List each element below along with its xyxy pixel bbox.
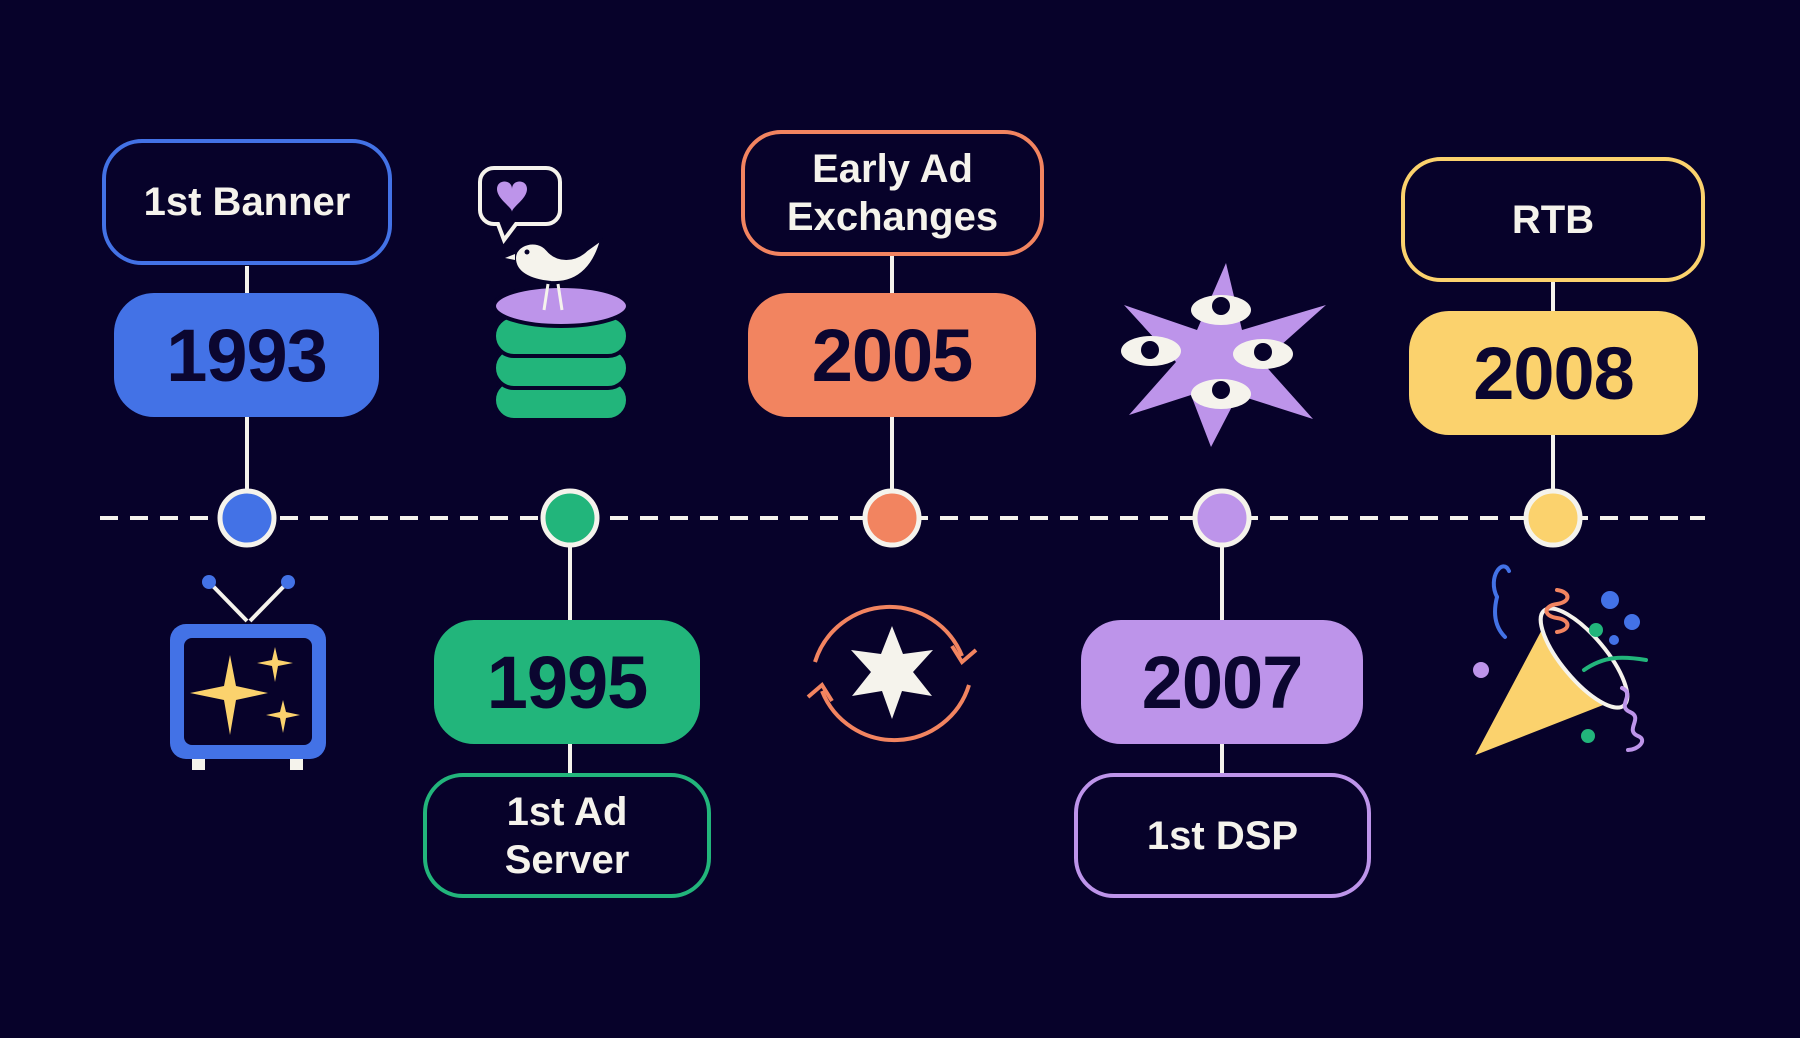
year-1993: 1993 — [166, 313, 328, 397]
label-2008: RTB — [1511, 197, 1595, 242]
label-box-2007 — [1074, 773, 1371, 898]
timeline-dot-2007 — [1192, 488, 1252, 548]
year-2007: 2007 — [1141, 640, 1304, 724]
year-pill-2007 — [1081, 620, 1363, 744]
bird-on-server-stack-icon — [478, 166, 630, 422]
timeline-dot-1995 — [540, 488, 600, 548]
label-box-1995 — [423, 773, 711, 898]
timeline-dot-2008 — [1523, 488, 1583, 548]
year-2005: 2005 — [811, 313, 974, 397]
timeline-dot-1993 — [217, 488, 277, 548]
label-1995: 1st Ad Server — [504, 789, 630, 882]
multi-eyed-star-icon — [1121, 263, 1326, 447]
label-2005: Early Ad Exchanges — [786, 147, 999, 239]
label-box-2008 — [1401, 157, 1705, 282]
year-pill-2008 — [1409, 311, 1698, 435]
label-1993: 1st Banner — [143, 180, 351, 224]
label-2007: 1st DSP — [1146, 813, 1299, 858]
year-2008: 2008 — [1473, 331, 1635, 415]
year-pill-1995 — [434, 620, 700, 744]
year-1995: 1995 — [486, 640, 649, 724]
exchange-cycle-star-icon — [806, 604, 978, 743]
year-pill-1993 — [114, 293, 379, 417]
retro-tv-sparkles-icon — [170, 575, 326, 770]
label-box-2005 — [741, 130, 1044, 256]
party-popper-icon — [1468, 564, 1648, 761]
year-pill-2005 — [748, 293, 1036, 417]
timeline-dot-2005 — [862, 488, 922, 548]
label-box-1993 — [102, 139, 392, 265]
